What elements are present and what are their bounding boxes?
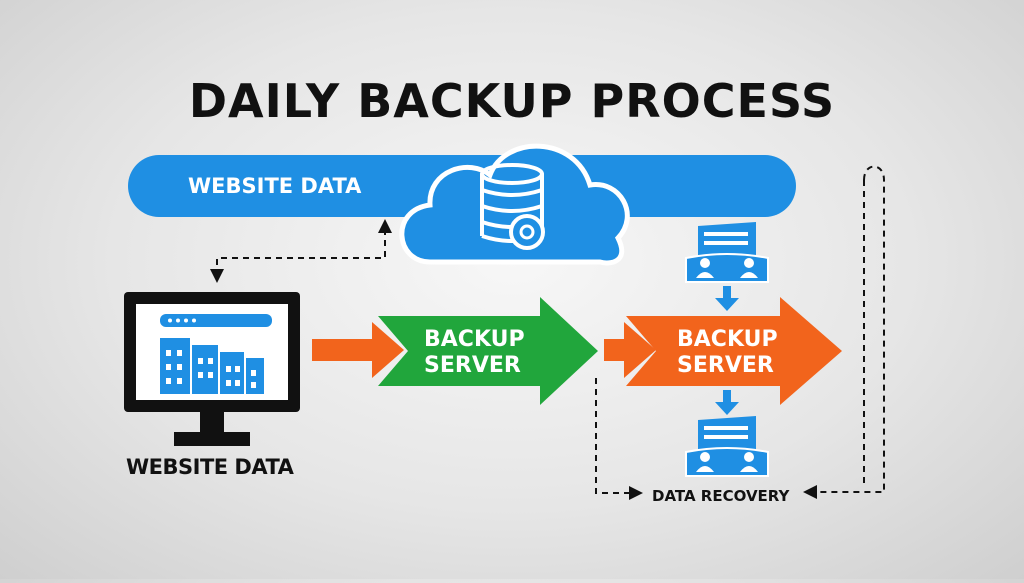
orange-arrow-label: BACKUP SERVER (677, 327, 778, 379)
recovery-connector-left (595, 378, 643, 500)
top-document-users-icon (685, 222, 769, 283)
green-arrow-label-line1: BACKUP (424, 327, 525, 352)
page-title: DAILY BACKUP PROCESS (188, 74, 836, 128)
green-backup-arrow (378, 297, 598, 405)
orange-backup-arrow (626, 297, 842, 405)
down-arrow-top (715, 286, 739, 311)
website-data-band-label: WEBSITE DATA (188, 174, 362, 198)
orange-feed-arrow (312, 322, 404, 378)
orange-link-arrow (604, 322, 656, 378)
bottom-document-users-icon (685, 416, 769, 477)
sync-connector (210, 219, 392, 283)
cloud-database-icon (399, 143, 630, 266)
monitor-label: WEBSITE DATA (126, 455, 294, 479)
green-arrow-label: BACKUP SERVER (424, 327, 525, 379)
green-arrow-label-line2: SERVER (424, 353, 521, 378)
orange-arrow-label-line2: SERVER (677, 353, 774, 378)
orange-arrow-label-line1: BACKUP (677, 327, 778, 352)
down-arrow-bottom (715, 390, 739, 415)
monitor-icon (124, 292, 300, 446)
data-recovery-label: DATA RECOVERY (652, 487, 790, 505)
recovery-loop-right (803, 165, 885, 499)
